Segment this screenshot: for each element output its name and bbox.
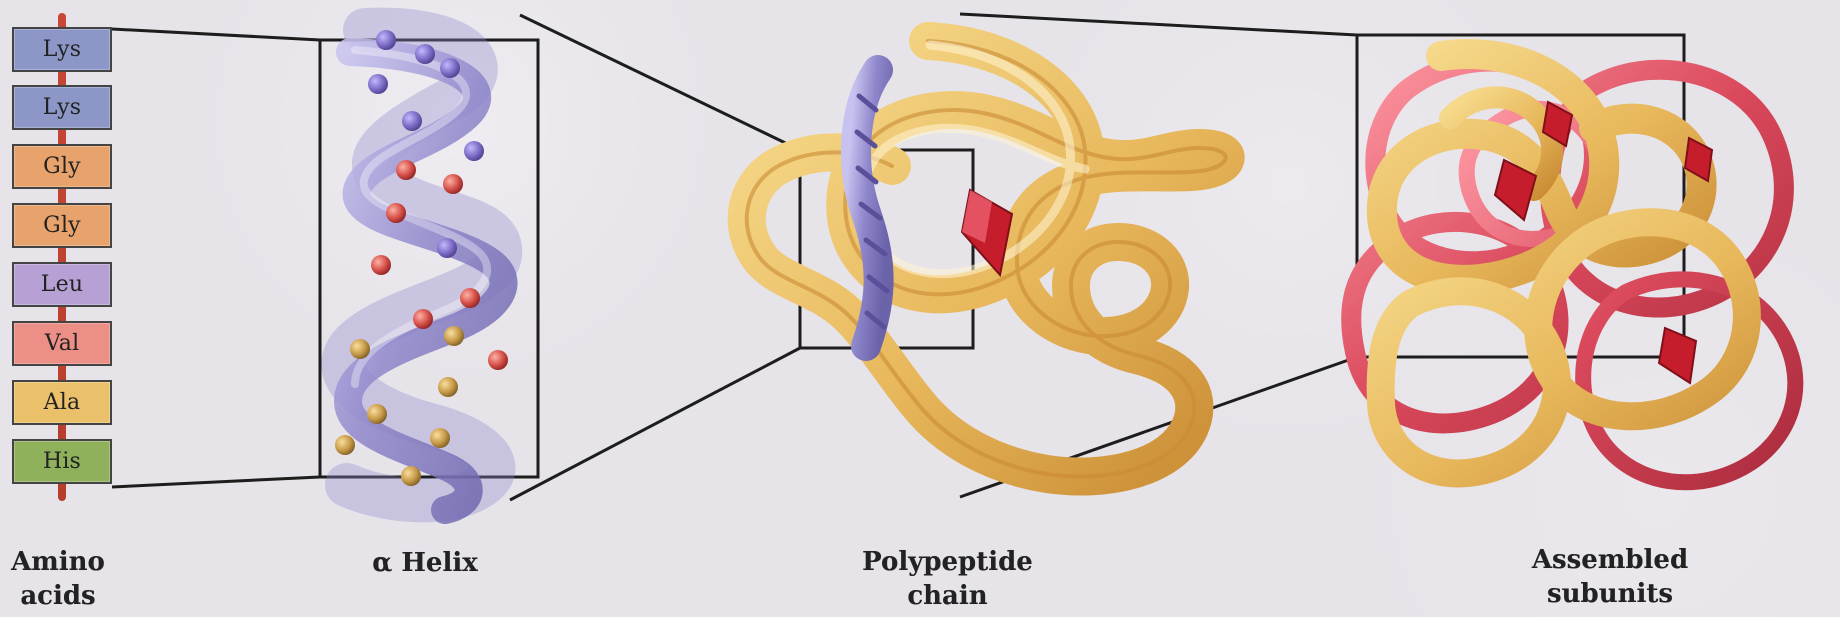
helix-ball — [415, 44, 435, 64]
helix-ball — [371, 255, 391, 275]
helix-ball — [396, 160, 416, 180]
helix-ball — [440, 58, 460, 78]
caption-amino-acids: Amino acids — [2, 545, 114, 613]
helix-ball — [335, 435, 355, 455]
helix-ball — [430, 428, 450, 448]
helix-ball — [488, 350, 508, 370]
helix-ball — [350, 339, 370, 359]
caption-alpha-helix: α Helix — [345, 546, 505, 580]
helix-ball — [464, 141, 484, 161]
helix-ball — [437, 238, 457, 258]
caption-polypeptide-chain: Polypeptide chain — [835, 545, 1060, 613]
caption-assembled-subunits: Assembled subunits — [1505, 543, 1715, 611]
zoom-line-helix-bottom — [510, 348, 800, 500]
helix-ball — [443, 174, 463, 194]
helix-ball — [460, 288, 480, 308]
zoom-line-poly-top — [960, 14, 1357, 35]
helix-ball — [413, 309, 433, 329]
assembled-heme-diamond-2 — [1659, 328, 1696, 383]
helix-ball — [401, 466, 421, 486]
polypeptide-chain-illustration — [747, 41, 1226, 477]
zoom-line-amino-bottom — [112, 477, 320, 487]
helix-ball — [438, 377, 458, 397]
zoom-line-helix-top — [520, 15, 800, 150]
zoom-line-amino-top — [112, 29, 320, 40]
helix-ball — [402, 111, 422, 131]
assembled-subunits-illustration — [1351, 54, 1795, 482]
helix-ball — [444, 326, 464, 346]
alpha-helix-illustration — [335, 30, 508, 510]
helix-ball — [376, 30, 396, 50]
helix-ball — [368, 74, 388, 94]
helix-ball — [367, 404, 387, 424]
helix-ball — [386, 203, 406, 223]
